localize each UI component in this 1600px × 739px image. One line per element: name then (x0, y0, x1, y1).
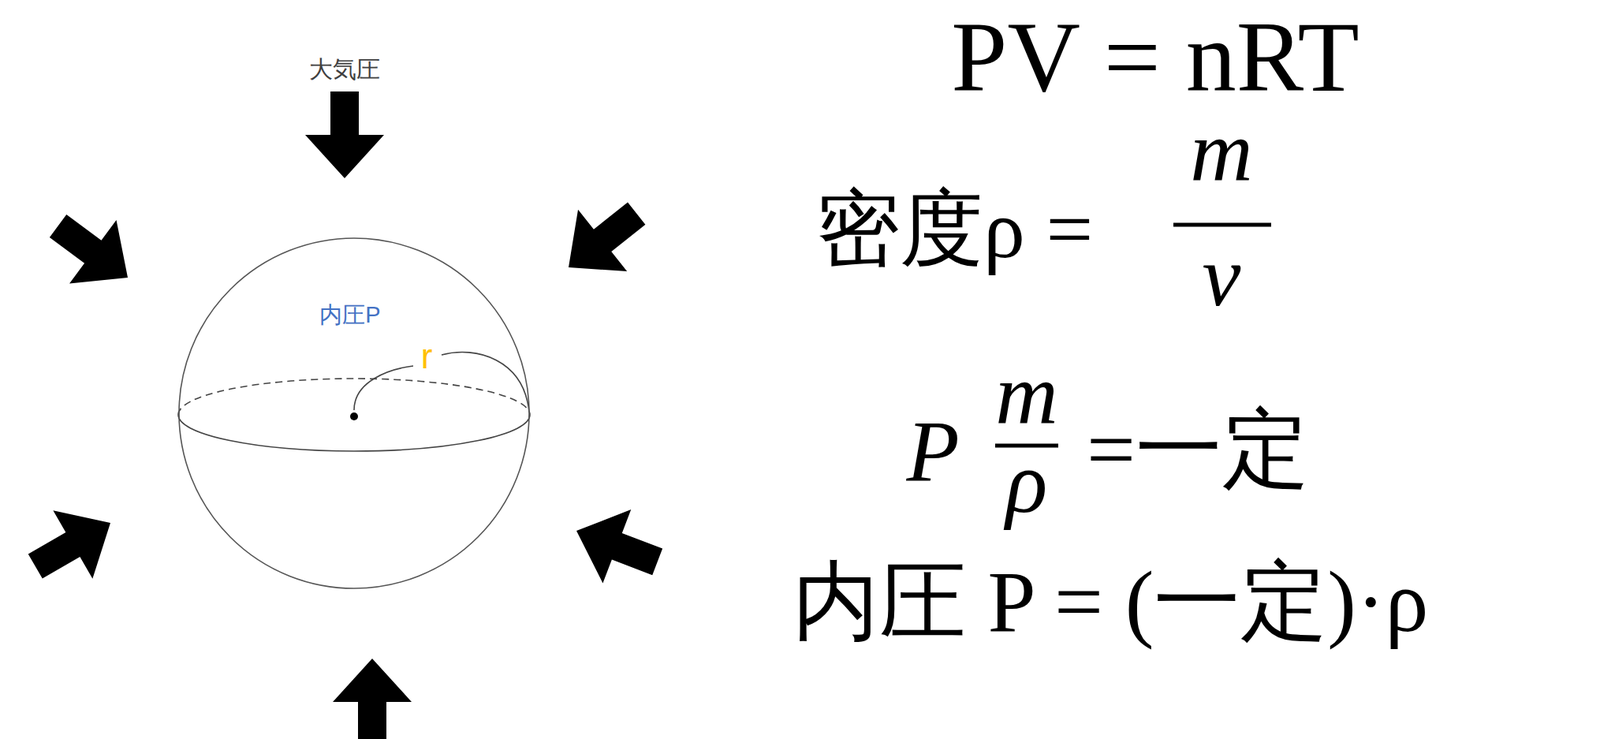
pressure-arrows (15, 91, 672, 739)
pressure-arrow (562, 493, 672, 599)
sphere-node: 内圧P (178, 237, 530, 590)
fraction-bar (1173, 223, 1272, 228)
pressure-arrow (15, 488, 131, 601)
radius-leader (354, 365, 414, 411)
pressure-arrow (332, 658, 412, 739)
equation: P (906, 407, 959, 495)
pressure-label: 内圧P (319, 303, 381, 327)
fraction-denominator: ρ (1006, 439, 1049, 526)
radius-leader (441, 352, 530, 412)
equation: PV = nRT (951, 6, 1359, 108)
sphere-circle (179, 238, 530, 589)
equation: =一定 (1086, 406, 1310, 493)
pressure-label: 大気圧 (309, 57, 381, 82)
pressure-arrow (305, 91, 385, 179)
equation: 内圧 P = (一定)·ρ (792, 558, 1429, 646)
sphere-outline (178, 237, 530, 590)
radius-label: r (421, 339, 433, 374)
fraction-numerator: m (995, 350, 1058, 438)
pressure-arrow (544, 182, 661, 299)
fraction-numerator: m (1189, 108, 1253, 195)
fraction-denominator: v (1202, 232, 1242, 320)
pressure-arrow (34, 193, 152, 310)
equation: 密度ρ = (816, 187, 1093, 272)
center-dot (350, 412, 359, 421)
